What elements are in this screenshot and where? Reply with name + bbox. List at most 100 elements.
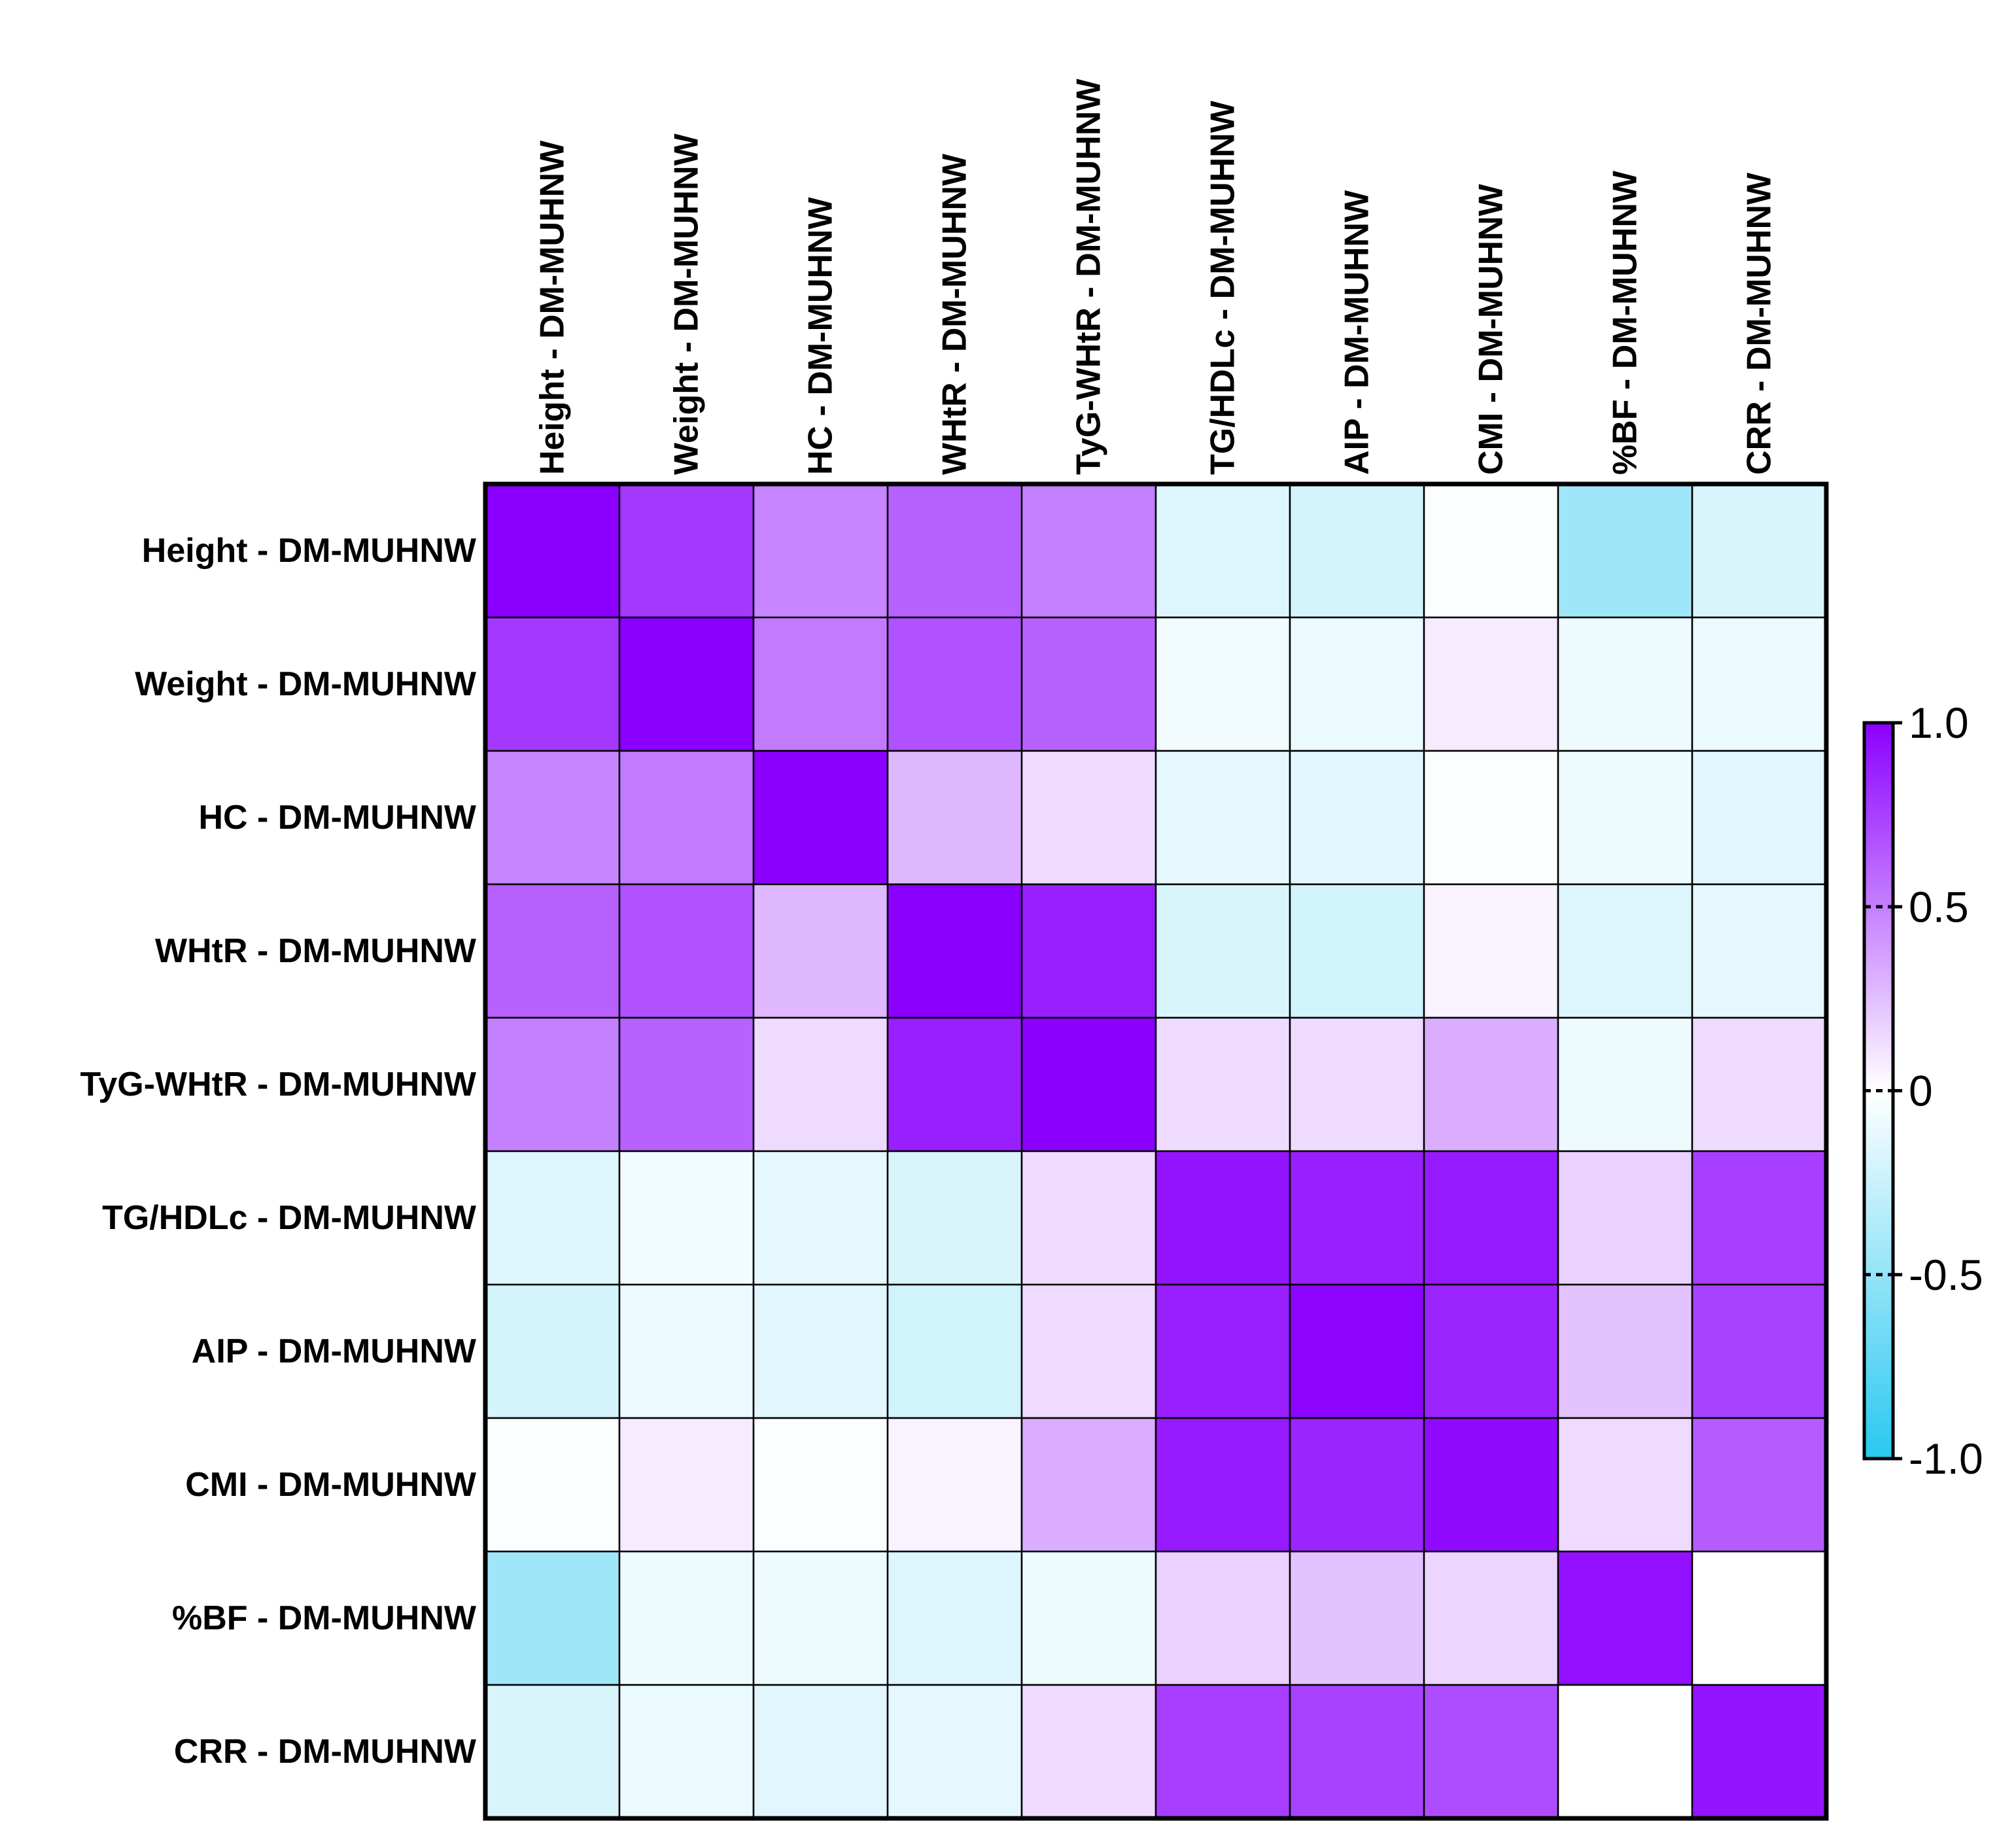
heatmap-cell <box>618 616 755 752</box>
heatmap-cell <box>1557 1550 1694 1686</box>
heatmap-cell <box>484 750 621 886</box>
heatmap-cell <box>484 1283 621 1419</box>
column-label: CMI - DM-MUHNW <box>1472 183 1510 475</box>
heatmap-cell <box>1289 883 1425 1019</box>
heatmap-cell <box>1020 616 1157 752</box>
heatmap-cell <box>886 1417 1023 1553</box>
heatmap-cell <box>1020 750 1157 886</box>
heatmap-cell <box>886 1016 1023 1153</box>
heatmap-cell <box>1691 750 1828 886</box>
color-scale-tick-label: -1.0 <box>1909 1434 1983 1483</box>
column-labels: Height - DM-MUHNW Weight - DM-MUHNW HC - D… <box>534 78 1779 475</box>
column-label: TG/HDLc - DM-MUHNW <box>1204 100 1242 475</box>
heatmap-cell <box>1155 1550 1291 1686</box>
heatmap-cell <box>1423 1417 1559 1553</box>
heatmap-cell <box>618 750 755 886</box>
row-labels: Height - DM-MUHNW Weight - DM-MUHNW HC - D… <box>80 532 476 1771</box>
heatmap-cell <box>1155 750 1291 886</box>
column-label: TyG-WHtR - DM-MUHNW <box>1070 78 1108 475</box>
heatmap-cell <box>1155 1283 1291 1419</box>
heatmap-cell <box>484 483 621 619</box>
heatmap-cell <box>618 1016 755 1153</box>
heatmap-cell <box>1691 1283 1828 1419</box>
heatmap-cell <box>1557 616 1694 752</box>
heatmap-cell <box>1155 883 1291 1019</box>
row-label: CRR - DM-MUHNW <box>174 1733 477 1771</box>
heatmap-cell <box>886 483 1023 619</box>
column-label: HC - DM-MUHNW <box>802 197 840 475</box>
heatmap-cell <box>1289 616 1425 752</box>
heatmap-cell <box>752 750 889 886</box>
heatmap-cell <box>886 1550 1023 1686</box>
heatmap-cell <box>886 1150 1023 1286</box>
heatmap-cell <box>1289 1684 1425 1820</box>
heatmap-frame <box>483 481 1829 1821</box>
column-label: Height - DM-MUHNW <box>534 140 572 475</box>
column-label: AIP - DM-MUHNW <box>1338 190 1376 475</box>
heatmap-cell <box>1020 883 1157 1019</box>
heatmap-cell <box>1691 883 1828 1019</box>
heatmap-cell <box>1691 1150 1828 1286</box>
row-label: Height - DM-MUHNW <box>142 532 477 570</box>
heatmap-cell <box>1557 750 1694 886</box>
heatmap-cell <box>1557 1417 1694 1553</box>
heatmap-cell <box>1423 1150 1559 1286</box>
heatmap-cell <box>618 883 755 1019</box>
row-label: TyG-WHtR - DM-MUHNW <box>80 1066 476 1103</box>
heatmap-cell <box>1423 1684 1559 1820</box>
heatmap-cell <box>1155 483 1291 619</box>
heatmap-cell <box>1557 883 1694 1019</box>
heatmap-cell <box>1289 1283 1425 1419</box>
row-label: Weight - DM-MUHNW <box>135 665 477 703</box>
heatmap-cell <box>618 1417 755 1553</box>
heatmap-cell <box>618 1550 755 1686</box>
row-label: CMI - DM-MUHNW <box>185 1466 477 1504</box>
heatmap-cell <box>752 616 889 752</box>
row-label: TG/HDLc - DM-MUHNW <box>102 1199 477 1237</box>
heatmap-cell <box>484 1417 621 1553</box>
heatmap-cell <box>1423 750 1559 886</box>
heatmap-cell <box>1289 1150 1425 1286</box>
heatmap-cell <box>1020 1550 1157 1686</box>
heatmap-cells <box>484 483 1828 1820</box>
row-label: HC - DM-MUHNW <box>198 799 476 837</box>
heatmap-cell <box>1557 1684 1694 1820</box>
heatmap-cell <box>886 616 1023 752</box>
color-scale-tick-label: 0 <box>1909 1067 1933 1115</box>
heatmap-cell <box>1423 1550 1559 1686</box>
heatmap-cell <box>752 1283 889 1419</box>
heatmap-cell <box>1691 1016 1828 1153</box>
heatmap-cell <box>484 1550 621 1686</box>
heatmap-cell <box>1557 1283 1694 1419</box>
heatmap-cell <box>886 883 1023 1019</box>
heatmap-cell <box>1289 750 1425 886</box>
heatmap-cell <box>752 1684 889 1820</box>
heatmap-cell <box>1155 1016 1291 1153</box>
heatmap-cell <box>1557 1016 1694 1153</box>
heatmap-cell <box>1289 483 1425 619</box>
heatmap-cell <box>1289 1016 1425 1153</box>
heatmap-cell <box>1155 1417 1291 1553</box>
color-scale-tick-label: 0.5 <box>1909 882 1969 931</box>
heatmap-cell <box>752 1417 889 1553</box>
heatmap-cell <box>1557 483 1694 619</box>
heatmap-cell <box>886 1684 1023 1820</box>
heatmap-cell <box>1691 483 1828 619</box>
color-scale-tick-label: -0.5 <box>1909 1251 1983 1299</box>
heatmap-cell <box>1155 1684 1291 1820</box>
heatmap-cell <box>484 1016 621 1153</box>
heatmap-cell <box>618 1684 755 1820</box>
heatmap-cell <box>752 1150 889 1286</box>
heatmap-cell <box>1691 1417 1828 1553</box>
heatmap-cell <box>1289 1550 1425 1686</box>
heatmap-cell <box>1020 1283 1157 1419</box>
column-label: WHtR - DM-MUHNW <box>936 153 974 475</box>
column-label: Weight - DM-MUHNW <box>668 133 706 475</box>
heatmap-cell <box>886 1283 1023 1419</box>
heatmap-cell <box>1020 483 1157 619</box>
heatmap-cell <box>752 483 889 619</box>
heatmap-cell <box>1557 1150 1694 1286</box>
color-scale-legend: 1.00.50-0.5-1.0 <box>1862 699 1983 1483</box>
heatmap-cell <box>618 1283 755 1419</box>
